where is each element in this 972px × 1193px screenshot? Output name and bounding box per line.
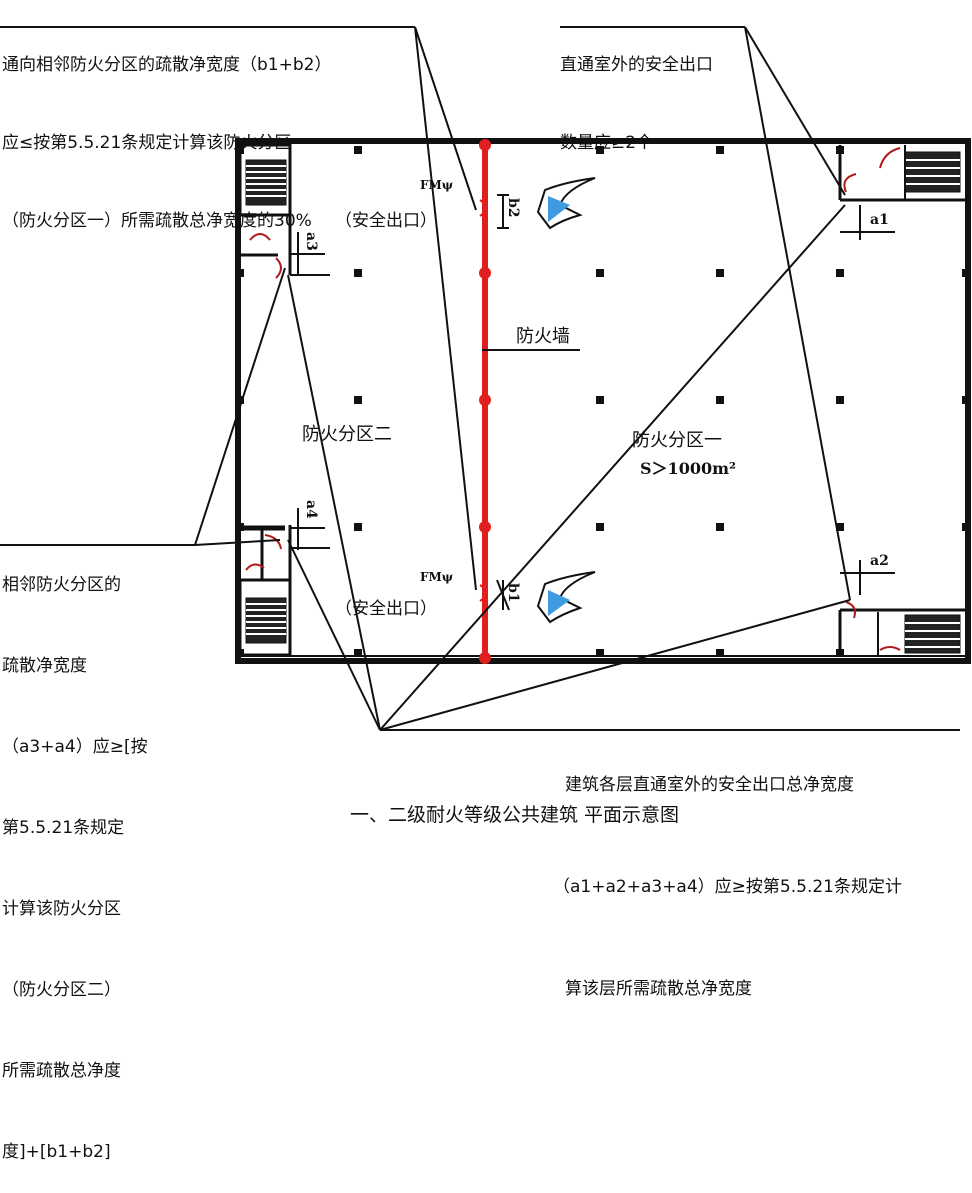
annotation-left: 相邻防火分区的 疏散净宽度 （a3+a4）应≥[按 第5.5.21条规定 计算该… (2, 518, 148, 1193)
annotation-top-right: 直通室外的安全出口 数量应≥2个 (560, 0, 713, 182)
column-mark (354, 269, 362, 277)
annotation-line: （a3+a4）应≥[按 (2, 737, 148, 757)
column-mark (236, 649, 244, 657)
column-mark (716, 269, 724, 277)
stair-top-right (838, 145, 966, 202)
fire-door-code-top: FMψ (420, 178, 454, 192)
column-mark (962, 269, 970, 277)
column-mark (596, 146, 604, 154)
annotation-line: 相邻防火分区的 (2, 575, 121, 595)
fire-door-code-bottom: FMψ (420, 570, 454, 584)
column-mark (596, 396, 604, 404)
annotation-line: 建筑各层直通室外的安全出口总净宽度 (565, 775, 854, 795)
safety-exit-label-top: （安全出口） (335, 211, 437, 231)
annotation-line: 应≤按第5.5.21条规定计算该防火分区 (2, 133, 292, 153)
column-mark (596, 523, 604, 531)
annotation-line: （a1+a2+a3+a4）应≥按第5.5.21条规定计 (553, 877, 902, 897)
column-mark (716, 396, 724, 404)
zone-one-label: 防火分区一 (632, 430, 722, 451)
evacuation-arrow-bottom (536, 571, 596, 624)
stair-bottom-left (238, 525, 292, 657)
column-mark (836, 523, 844, 531)
column-mark (596, 269, 604, 277)
annotation-line: 数量应≥2个 (560, 133, 654, 153)
annotation-line: 所需疏散总净度 (2, 1061, 121, 1081)
dim-a2: a2 (870, 553, 889, 569)
column-mark (354, 523, 362, 531)
annotation-line: 度]+[b1+b2] (2, 1142, 111, 1162)
column-mark (596, 649, 604, 657)
annotation-line: （防火分区二） (2, 980, 121, 1000)
annotation-line: 通向相邻防火分区的疏散净宽度（b1+b2） (2, 55, 332, 75)
column-mark (716, 523, 724, 531)
annotation-line: 第5.5.21条规定 (2, 818, 125, 838)
dim-b1: b1 (505, 583, 521, 603)
column-mark (354, 146, 362, 154)
stair-bottom-right (838, 601, 966, 655)
annotation-line: 疏散净宽度 (2, 656, 87, 676)
structural-columns (236, 146, 970, 657)
annotation-top-left: 通向相邻防火分区的疏散净宽度（b1+b2） 应≤按第5.5.21条规定计算该防火… (2, 0, 331, 260)
column-mark (716, 146, 724, 154)
fire-wall (479, 139, 491, 664)
annotation-line: （防火分区一）所需疏散总净宽度的30% (2, 211, 312, 231)
annotation-bottom-right: 建筑各层直通室外的安全出口总净宽度 （a1+a2+a3+a4）应≥按第5.5.2… (553, 700, 902, 1040)
annotation-line: 算该层所需疏散总净宽度 (565, 979, 752, 999)
leader-lines (0, 26, 960, 731)
column-mark (236, 146, 244, 154)
evacuation-arrow-top (536, 177, 596, 230)
column-mark (354, 649, 362, 657)
column-mark (354, 396, 362, 404)
column-mark (836, 649, 844, 657)
column-mark (716, 649, 724, 657)
floor-plan-diagram (0, 26, 971, 731)
zone-one-area: S＞1000m² (640, 459, 737, 478)
column-mark (962, 396, 970, 404)
dim-a3: a3 (303, 232, 319, 251)
zone-two-label: 防火分区二 (302, 424, 392, 445)
dim-b2: b2 (505, 198, 521, 218)
stair-top-left (238, 143, 292, 279)
safety-exit-label-bottom: （安全出口） (335, 599, 437, 619)
dim-a4: a4 (303, 500, 319, 519)
figure-caption: 一、二级耐火等级公共建筑 平面示意图 (350, 804, 680, 826)
column-mark (236, 523, 244, 531)
fire-wall-label: 防火墙 (516, 326, 570, 347)
column-mark (836, 269, 844, 277)
dim-a1: a1 (870, 212, 889, 228)
column-mark (836, 146, 844, 154)
column-mark (836, 396, 844, 404)
annotation-line: 计算该防火分区 (2, 899, 121, 919)
column-mark (236, 269, 244, 277)
annotation-line: 直通室外的安全出口 (560, 55, 713, 75)
column-mark (236, 396, 244, 404)
column-mark (962, 523, 970, 531)
dimension-lines (290, 194, 895, 611)
